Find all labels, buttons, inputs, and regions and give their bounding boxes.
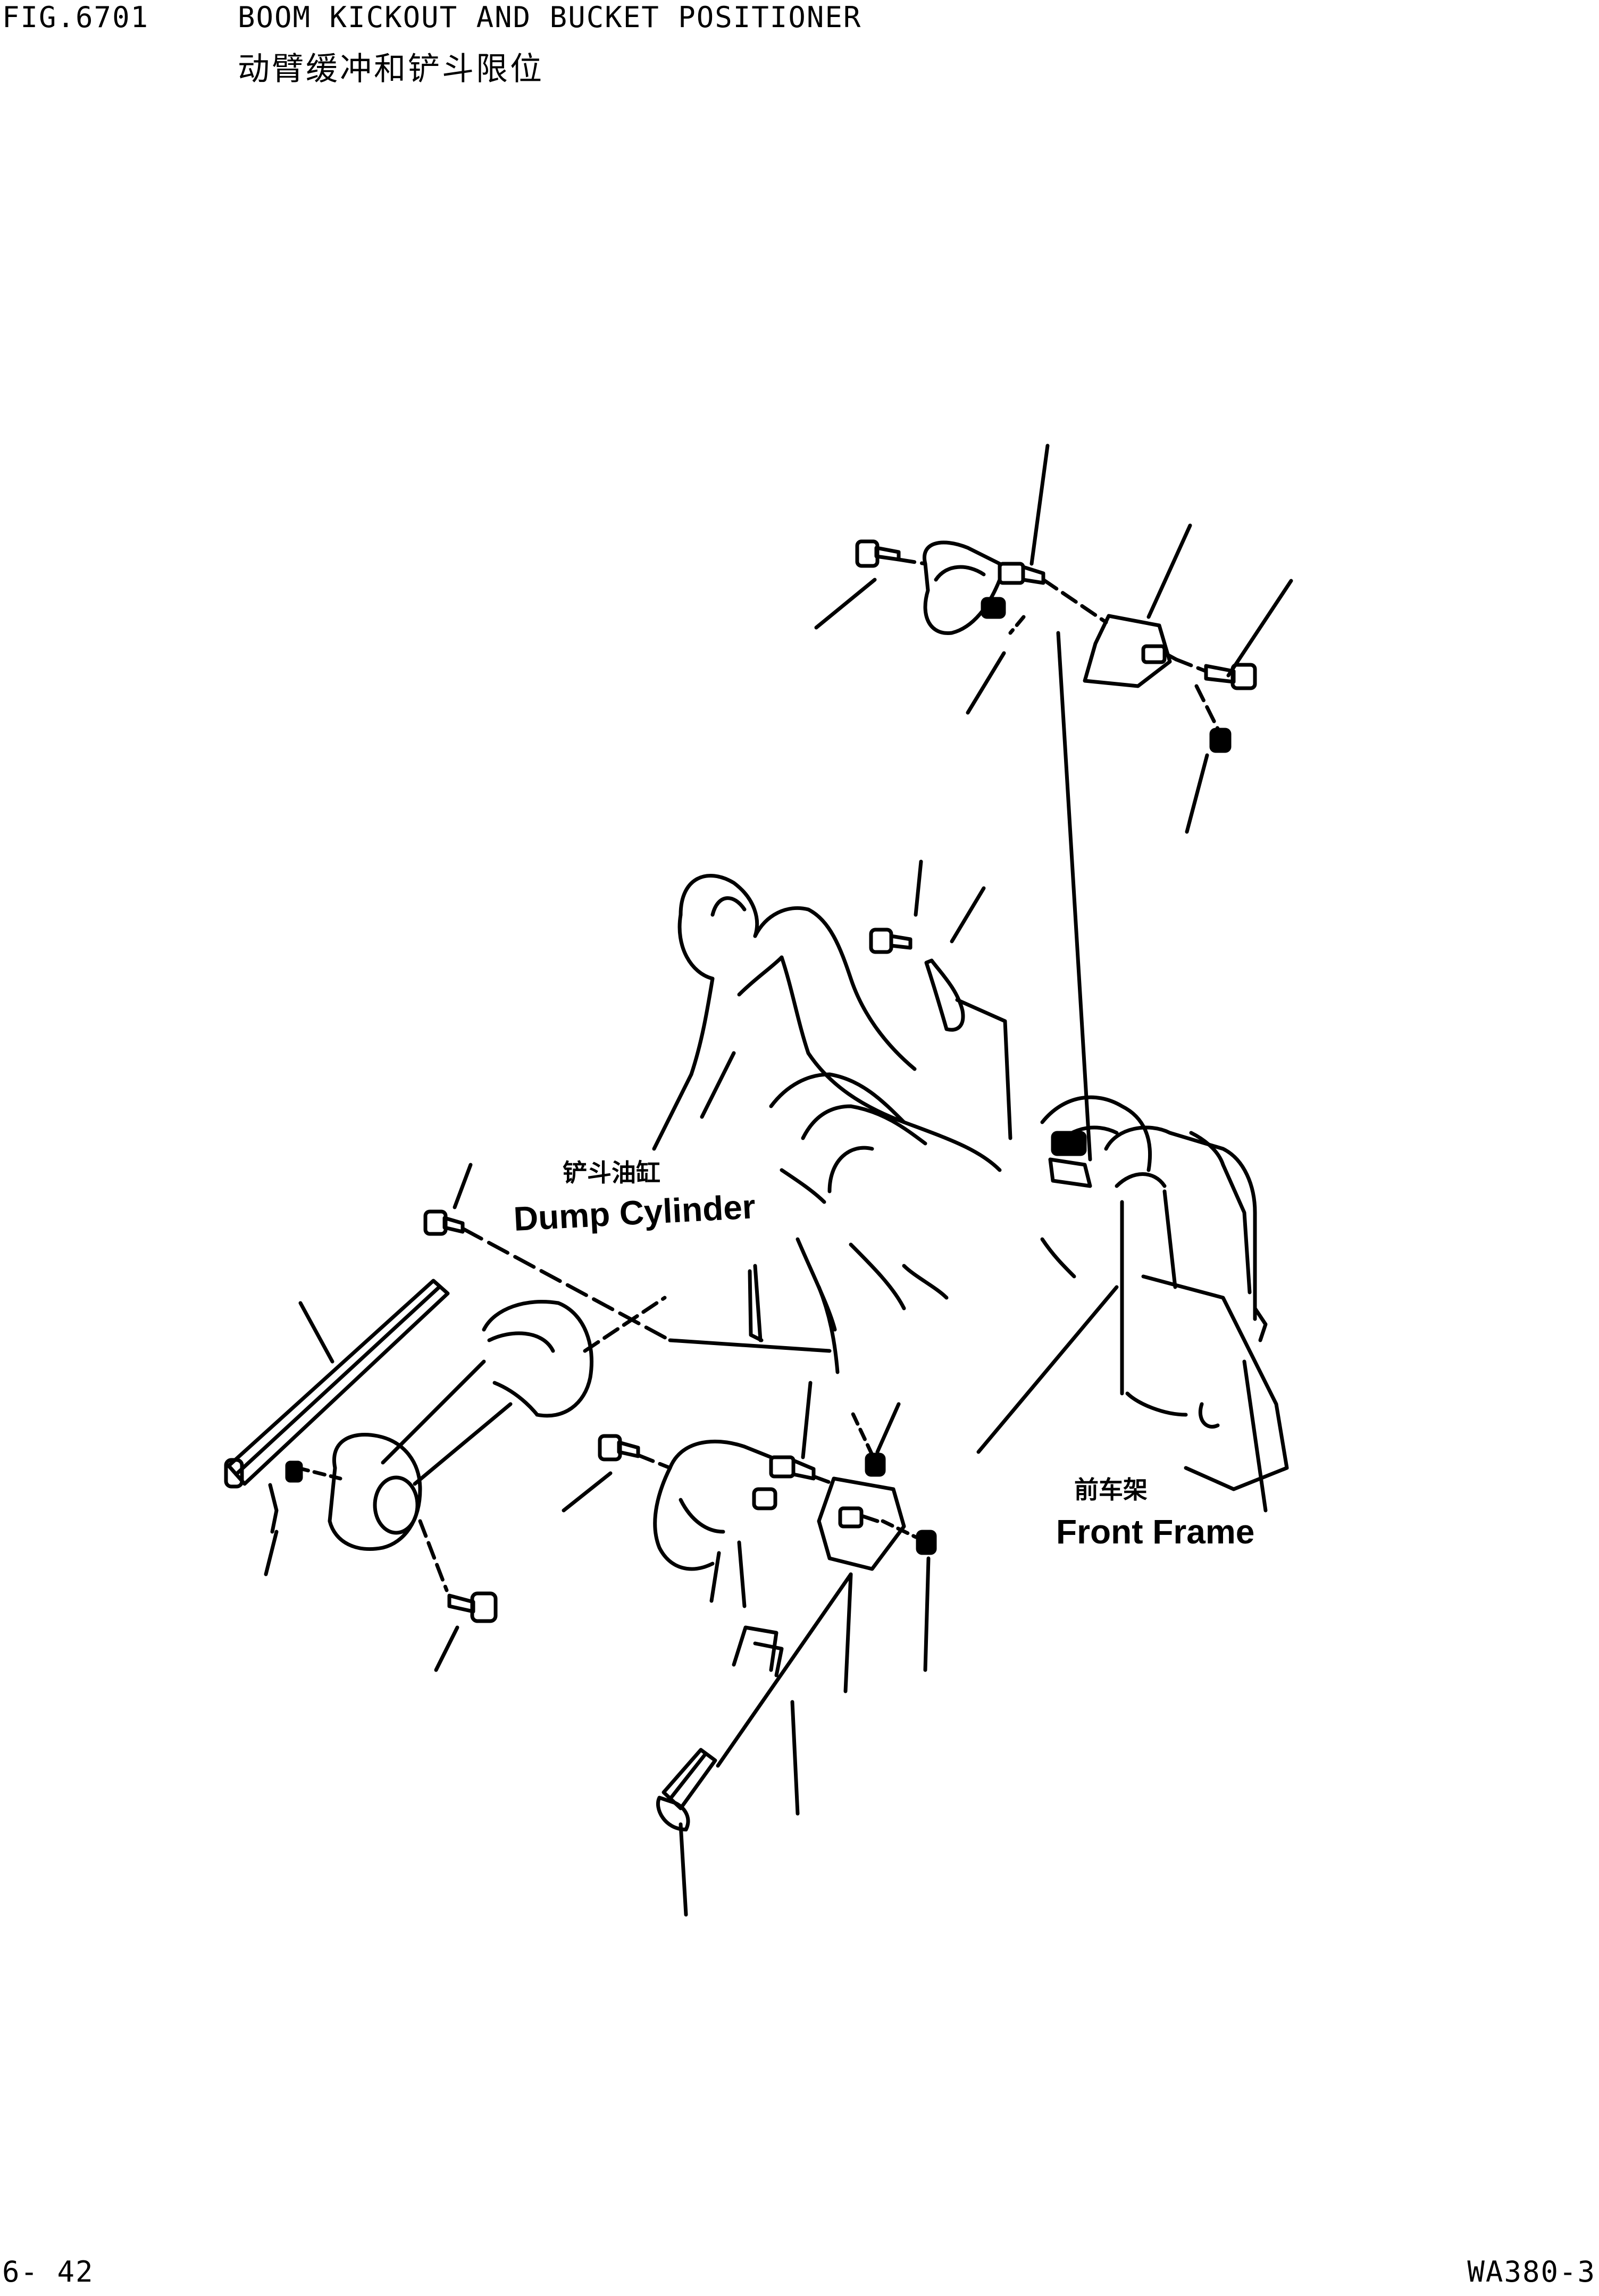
boom-structure: [652, 874, 1289, 1513]
bolt-icon: [598, 1434, 640, 1462]
page-number: 6- 42: [2, 2255, 94, 2289]
model-code: WA380-3: [1467, 2255, 1596, 2289]
bolt-icon: [447, 1591, 498, 1623]
bolt-icon: [855, 539, 901, 568]
dump-cylinder-label-chinese: 铲斗油缸: [563, 1158, 660, 1187]
figure-title-chinese: 动臂缓冲和铲斗限位: [238, 51, 544, 88]
middle-bracket-assembly: [869, 859, 1012, 1140]
bottom-pin-assembly: [656, 1572, 853, 1917]
figure-number: FIG.6701: [2, 1, 149, 34]
pin-icon: [224, 1279, 450, 1489]
figure-title-english: BOOM KICKOUT AND BUCKET POSITIONER: [238, 1, 862, 34]
front-frame-label: Front Frame: [1056, 1513, 1255, 1551]
pin-icon: [656, 1748, 717, 1832]
bolt-icon: [869, 928, 912, 954]
bolt-icon: [423, 1209, 465, 1236]
bottom-proximity-switch-assembly: [562, 1381, 937, 1693]
front-frame-label-chinese: 前车架: [1074, 1475, 1148, 1504]
dump-cylinder: [224, 1163, 832, 1672]
bolt-icon: [1204, 663, 1257, 690]
top-proximity-switch-assembly: [814, 444, 1293, 1162]
